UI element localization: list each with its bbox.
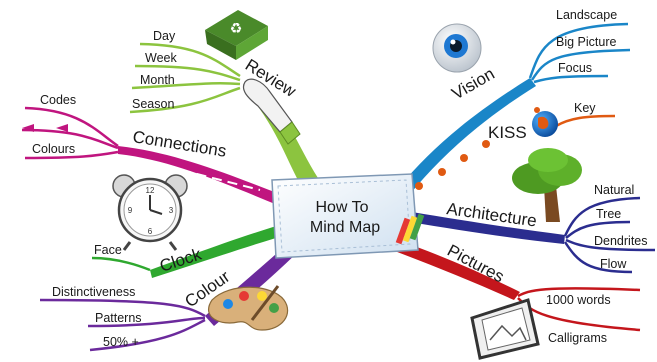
branch-architecture: [410, 212, 565, 244]
leaf-vision-focus: Focus: [558, 61, 592, 75]
pointing-hand-icon: [242, 78, 301, 145]
pencil-icon: [395, 213, 425, 245]
svg-text:12: 12: [146, 186, 155, 195]
review-leaf-lines: [129, 42, 241, 114]
tree-icon: [512, 148, 582, 222]
center-title-line2: Mind Map: [310, 219, 380, 236]
kiss-leaf-line: [555, 114, 616, 128]
connections-dash: [149, 161, 261, 191]
svg-text:9: 9: [128, 206, 133, 215]
alarm-clock-icon: 12 3 6 9: [112, 174, 188, 251]
kiss-dots: [415, 140, 490, 190]
leaf-kiss-key: Key: [574, 101, 596, 115]
colour-leaf-lines: [39, 298, 206, 352]
recycle-icon: ♻: [205, 10, 268, 60]
branch-connections: [118, 146, 285, 206]
svg-text:♻: ♻: [230, 21, 243, 37]
leaf-connections-colours: Colours: [32, 142, 75, 156]
leaf-architecture-tree: Tree: [596, 207, 621, 221]
leaf-pictures-calligrams: Calligrams: [548, 331, 607, 345]
leaf-colour-patterns: Patterns: [95, 311, 142, 325]
leaf-pictures-1000-words: 1000 words: [546, 293, 611, 307]
vision-leaf-lines: [528, 22, 631, 84]
connections-leaf-lines: [21, 106, 119, 160]
leaf-architecture-flow: Flow: [600, 257, 627, 271]
leaf-connections-codes: Codes: [40, 93, 76, 107]
svg-text:3: 3: [169, 206, 174, 215]
leaf-vision-big-picture: Big Picture: [556, 35, 616, 49]
leaf-review-week: Week: [145, 51, 177, 65]
branch-vision: [400, 78, 536, 194]
svg-text:6: 6: [148, 227, 153, 236]
branch-label-clock: Clock: [157, 244, 204, 275]
clock-leaf-line: [91, 256, 151, 272]
eye-icon: [432, 23, 482, 73]
center-title-line1: How To: [315, 199, 368, 216]
connections-arrows: [22, 124, 68, 132]
globe-icon: [532, 107, 558, 137]
leaf-vision-landscape: Landscape: [556, 8, 617, 22]
branch-label-kiss: KISS: [488, 123, 527, 142]
branch-clock: [150, 222, 296, 278]
leaf-review-day: Day: [153, 29, 176, 43]
leaf-colour-50-percent: 50% +: [103, 335, 139, 349]
branch-pictures: [392, 240, 520, 300]
leaf-architecture-dendrites: Dendrites: [594, 234, 648, 248]
leaf-clock-face: Face: [94, 243, 122, 257]
picture-frame-icon: [470, 298, 540, 360]
leaf-review-season: Season: [132, 97, 174, 111]
leaf-architecture-natural: Natural: [594, 183, 634, 197]
center-node: [271, 173, 419, 259]
paint-palette-icon: [208, 285, 289, 331]
architecture-leaf-lines: [563, 196, 656, 274]
leaf-colour-distinctiveness: Distinctiveness: [52, 285, 135, 299]
leaf-review-month: Month: [140, 73, 175, 87]
